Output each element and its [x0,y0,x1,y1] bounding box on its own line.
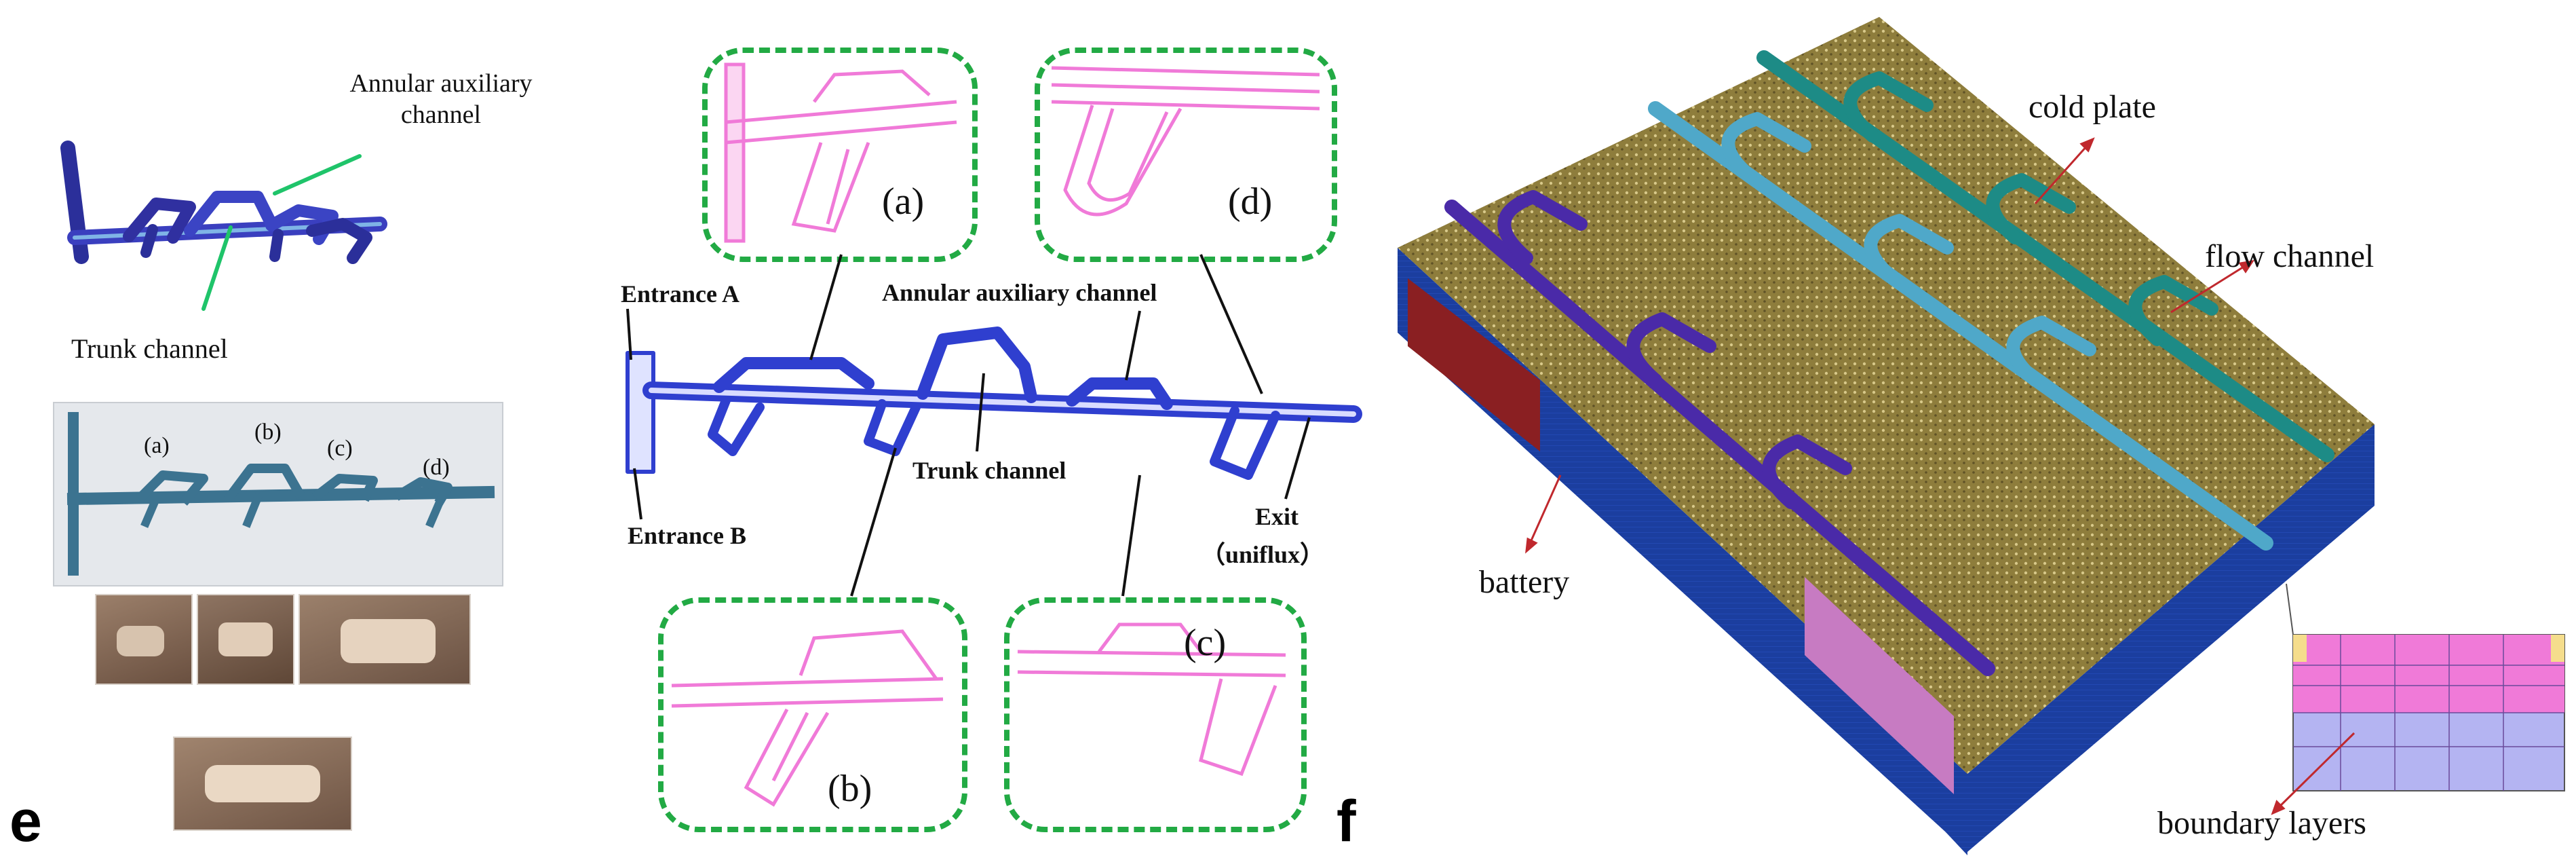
exit-label: Exit [1255,503,1299,530]
cold-plate-label: cold plate [2029,89,2156,125]
inset-a-label: (a) [882,181,925,223]
annular-channel-label: Annular auxiliary channel [349,69,533,129]
inset-a [702,48,978,262]
entrance-a-label: Entrance A [621,280,739,307]
panel-e-label-c: (c) [327,436,353,461]
panel-e-label-a: (a) [144,433,170,458]
middle-annular-label: Annular auxiliary channel [882,279,1157,306]
inset-c [1004,597,1307,832]
photo-cross-section-3 [299,594,471,685]
photo-cross-section-2 [197,594,294,685]
inset-d [1035,48,1337,262]
photo-cross-section-4 [173,736,352,831]
exit-sub-label: （uniflux） [1201,541,1325,568]
inset-b [658,597,967,832]
inset-b-label: (b) [828,768,872,810]
photo-cross-section-1 [95,594,193,685]
flow-channel-label: flow channel [2205,238,2375,274]
inset-d-label: (d) [1228,181,1273,223]
panel-e-label-b: (b) [254,419,282,445]
boundary-layers-label: boundary layers [2157,805,2366,841]
panel-e-letter: e [9,789,42,854]
middle-trunk-label: Trunk channel [912,457,1066,484]
panel-f-letter: f [1337,789,1356,854]
battery-label: battery [1479,564,1570,600]
trunk-channel-label: Trunk channel [71,333,228,364]
entrance-b-label: Entrance B [628,522,746,549]
panel-e-label-d: (d) [423,455,450,480]
inset-c-label: (c) [1184,622,1227,664]
